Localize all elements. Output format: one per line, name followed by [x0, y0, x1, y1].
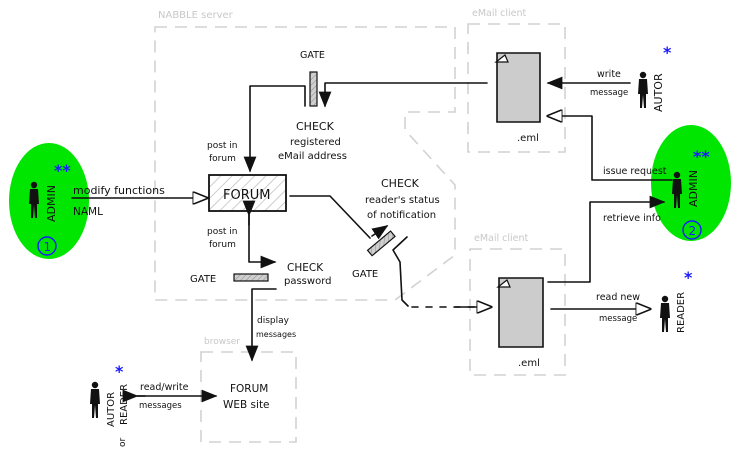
post-in-forum-top-arrow: [243, 85, 306, 173]
email-client-bottom-zone: eMail client: [469, 233, 566, 376]
admin-2-role: ADMIN: [687, 170, 700, 207]
gate-top-label: GATE: [300, 50, 325, 61]
email-client-bottom-boundary: [469, 248, 566, 376]
gate-left[interactable]: GATE: [190, 273, 269, 285]
check-title: CHECK: [287, 262, 324, 274]
server-zone-label: NABBLE server: [158, 10, 234, 21]
post-in-forum-bottom-label: post in: [207, 227, 238, 237]
browser-zone: browser: [200, 337, 297, 443]
autor-or-reader-actor[interactable]: AUTOR READER or *: [90, 362, 130, 447]
read-write-messages-label: read/write: [140, 382, 189, 393]
reader-stars: *: [684, 268, 693, 287]
display-messages-label: display: [257, 316, 290, 326]
connectors: [71, 76, 673, 403]
gate-bar: [233, 273, 269, 282]
forum-website-title: FORUM: [230, 383, 268, 395]
autor-role: AUTOR: [652, 73, 665, 112]
badge-circle: [682, 220, 702, 240]
person-icon: [90, 381, 100, 418]
gate-left-label: GATE: [190, 274, 216, 285]
check-title: CHECK: [381, 177, 420, 190]
eml-document-bottom[interactable]: .eml: [496, 277, 544, 369]
admin-2-stars: **: [693, 147, 710, 166]
check-password: CHECK password: [284, 262, 331, 287]
document-corner: [496, 279, 511, 288]
nabble-server-zone: NABBLE server: [154, 10, 456, 301]
autor-or-reader-or: or: [118, 437, 128, 447]
gate-right-to-email-line: [392, 236, 409, 307]
gate-right-label: GATE: [352, 269, 378, 280]
read-write-messages-label: messages: [139, 401, 182, 411]
autor-stars: *: [663, 43, 672, 62]
document-icon: [498, 277, 544, 348]
check-notification-arrow: [371, 225, 389, 240]
check-line: eMail address: [278, 151, 347, 162]
autor-or-reader-stars: *: [115, 362, 124, 381]
admin-2-badge: 2: [689, 224, 697, 238]
display-messages-arrow: [245, 288, 277, 362]
forum-to-gate-right-line: [289, 195, 371, 239]
write-message-label: message: [590, 88, 628, 98]
admin-2-actor[interactable]: ADMIN ** 2: [651, 125, 731, 241]
issue-request-label: issue request: [603, 166, 667, 177]
forum-label: FORUM: [223, 188, 270, 203]
check-line: password: [284, 276, 331, 287]
admin-1-actor[interactable]: ADMIN ** 1: [9, 143, 89, 259]
autor-actor[interactable]: AUTOR *: [638, 43, 672, 112]
post-in-forum-bottom-arrow: [248, 214, 277, 269]
email-client-bottom-label: eMail client: [474, 233, 529, 244]
admin-1-stars: **: [54, 161, 71, 180]
eml-document-top[interactable]: .eml: [494, 52, 541, 144]
forum-website-subtitle: WEB site: [223, 399, 270, 411]
autor-or-reader-role-a: AUTOR: [106, 392, 117, 427]
post-in-forum-top-label: forum: [209, 154, 236, 164]
gate-right[interactable]: GATE: [352, 230, 396, 280]
autor-or-reader-role-b: READER: [119, 384, 130, 425]
reader-actor[interactable]: READER *: [660, 268, 693, 333]
badge-circle: [37, 236, 57, 256]
email-client-top-label: eMail client: [472, 8, 527, 19]
post-in-forum-top-label: post in: [207, 141, 238, 151]
browser-boundary: [200, 351, 297, 443]
gate-bar: [366, 230, 396, 257]
email-client-top-zone: eMail client: [467, 8, 566, 153]
person-icon: [638, 71, 648, 108]
read-new-message-label: message: [599, 314, 637, 324]
write-message-label: write: [597, 69, 621, 80]
document-icon: [496, 52, 541, 123]
document-corner: [494, 54, 509, 63]
email-client-top-boundary: [467, 23, 566, 153]
admin-1-bubble: [9, 143, 89, 259]
post-in-forum-bottom-label: forum: [209, 240, 236, 250]
eml-top-label: .eml: [517, 133, 539, 144]
check-line: reader's status: [365, 195, 440, 206]
server-boundary: [154, 26, 456, 301]
forum-website-node[interactable]: FORUM WEB site: [223, 383, 270, 411]
display-messages-label: messages: [256, 330, 296, 339]
retrieve-info-arrow: [547, 195, 666, 283]
eml-to-check-registered-arrow: [318, 82, 488, 108]
admin-1-badge: 1: [44, 240, 52, 254]
check-line: registered: [290, 137, 341, 148]
browser-zone-label: browser: [204, 337, 240, 347]
issue-request-arrow: [548, 116, 673, 181]
eml-bottom-label: .eml: [518, 358, 540, 369]
gate-top[interactable]: GATE: [300, 50, 325, 107]
person-icon: [660, 295, 670, 332]
read-new-message-label: read new: [596, 292, 640, 303]
admin-1-role: ADMIN: [45, 185, 58, 222]
check-line: of notification: [367, 210, 436, 221]
forum-node[interactable]: FORUM: [208, 174, 287, 212]
check-notification-status: CHECK reader's status of notification: [365, 177, 440, 221]
gate-bar: [309, 71, 318, 107]
reader-role: READER: [676, 292, 687, 333]
modify-functions-label: modify functions: [73, 184, 165, 197]
admin-2-bubble: [651, 125, 731, 241]
retrieve-info-label: retrieve info: [603, 213, 661, 224]
check-title: CHECK: [296, 120, 335, 133]
edge-labels: modify functions NAML post in forum post…: [73, 69, 667, 411]
naml-label: NAML: [73, 206, 103, 218]
check-registered-email: CHECK registered eMail address: [278, 120, 347, 162]
